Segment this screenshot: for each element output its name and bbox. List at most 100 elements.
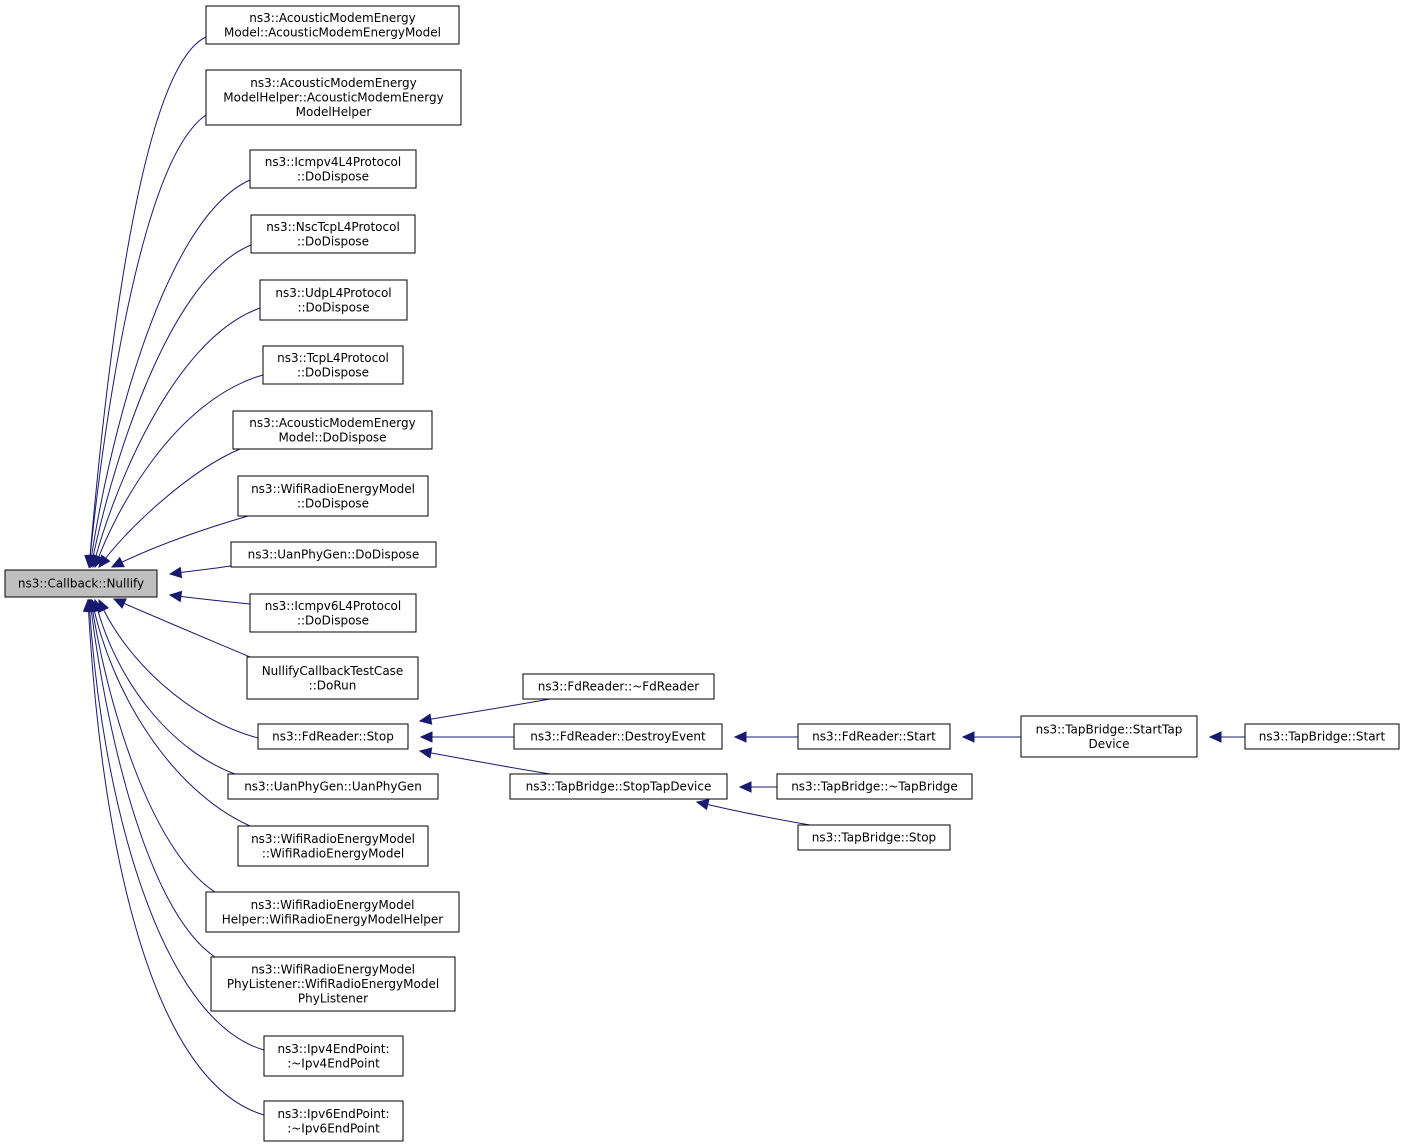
graph-node[interactable]: ns3::FdReader::Stop bbox=[257, 723, 409, 750]
node-label: :~Ipv6EndPoint bbox=[287, 1121, 380, 1135]
edge-n1-root bbox=[84, 36, 207, 569]
edge-line bbox=[696, 801, 811, 826]
arrow-head bbox=[695, 799, 710, 811]
node-label: ns3::WifiRadioEnergyModel bbox=[251, 482, 415, 496]
node-label: Helper::WifiRadioEnergyModelHelper bbox=[222, 912, 444, 926]
edge-f1-n12 bbox=[418, 698, 551, 725]
arrow-head bbox=[733, 731, 747, 743]
node-label: ns3::AcousticModemEnergy bbox=[249, 416, 415, 430]
node-label: ::DoDispose bbox=[297, 169, 369, 183]
node-label: :~Ipv4EndPoint bbox=[287, 1056, 380, 1070]
graph-node[interactable]: ns3::AcousticModemEnergyModel::DoDispose bbox=[232, 410, 433, 450]
node-box bbox=[262, 345, 404, 385]
graph-node[interactable]: ns3::Icmpv4L4Protocol::DoDispose bbox=[249, 149, 417, 189]
graph-node[interactable]: ns3::UanPhyGen::UanPhyGen bbox=[227, 773, 439, 800]
node-label: ns3::NscTcpL4Protocol bbox=[266, 220, 400, 234]
arrow-head bbox=[82, 598, 95, 612]
arrow-head bbox=[1208, 731, 1222, 743]
node-label: ::DoRun bbox=[309, 678, 357, 692]
edge-line bbox=[90, 599, 216, 893]
node-label: ::DoDispose bbox=[297, 300, 369, 314]
arrow-head bbox=[168, 566, 183, 579]
node-label: ns3::Ipv4EndPoint: bbox=[277, 1042, 389, 1056]
edge-g2-f3 bbox=[738, 781, 777, 793]
node-label: PhyListener::WifiRadioEnergyModel bbox=[227, 977, 439, 991]
arrow-head bbox=[98, 554, 111, 568]
edge-n15-root bbox=[87, 598, 216, 893]
edge-line bbox=[419, 750, 551, 775]
node-label: ::DoDispose bbox=[297, 365, 369, 379]
node-box bbox=[230, 541, 437, 568]
edge-n16-root bbox=[85, 598, 216, 958]
node-label: Model::AcousticModemEnergyModel bbox=[224, 25, 441, 39]
graph-node[interactable]: ns3::UdpL4Protocol::DoDispose bbox=[259, 279, 408, 321]
graph-node[interactable]: ns3::Ipv4EndPoint::~Ipv4EndPoint bbox=[263, 1035, 404, 1077]
arrow-head bbox=[738, 781, 752, 793]
graph-node[interactable]: ns3::TapBridge::Start bbox=[1244, 723, 1400, 750]
graph-node[interactable]: ns3::TcpL4Protocol::DoDispose bbox=[262, 345, 404, 385]
node-label: ::DoDispose bbox=[297, 613, 369, 627]
node-label: ModelHelper bbox=[296, 105, 372, 119]
graph-node[interactable]: ns3::AcousticModemEnergyModel::AcousticM… bbox=[205, 5, 460, 45]
node-label: ns3::Icmpv6L4Protocol bbox=[265, 599, 401, 613]
graph-node[interactable]: ns3::TapBridge::~TapBridge bbox=[776, 773, 973, 800]
graph-node[interactable]: ns3::FdReader::DestroyEvent bbox=[513, 723, 723, 750]
node-box bbox=[1244, 723, 1400, 750]
node-label: ns3::TapBridge::Start bbox=[1259, 730, 1386, 744]
node-label: ns3::Ipv6EndPoint: bbox=[277, 1107, 389, 1121]
edge-n14-root bbox=[88, 598, 251, 827]
node-label: ns3::TapBridge::StartTap bbox=[1036, 722, 1183, 736]
root-node[interactable]: ns3::Callback::Nullify bbox=[4, 569, 158, 598]
node-label: ::DoDispose bbox=[297, 234, 369, 248]
node-box bbox=[232, 410, 433, 450]
node-label: ns3::WifiRadioEnergyModel bbox=[251, 832, 415, 846]
arrow-head bbox=[418, 713, 433, 725]
graph-node[interactable]: ns3::Icmpv6L4Protocol::DoDispose bbox=[249, 593, 417, 633]
node-label: ns3::Callback::Nullify bbox=[18, 577, 144, 591]
edge-g3-f3 bbox=[695, 799, 811, 826]
graph-node[interactable]: ns3::NscTcpL4Protocol::DoDispose bbox=[250, 214, 416, 254]
node-label: ns3::FdReader::Start bbox=[812, 730, 936, 744]
node-box bbox=[1020, 715, 1198, 758]
node-box bbox=[776, 773, 973, 800]
node-label: NullifyCallbackTestCase bbox=[262, 664, 404, 678]
edge-line bbox=[98, 599, 259, 739]
edge-n9-root bbox=[168, 565, 232, 579]
node-box bbox=[513, 723, 723, 750]
arrow-head bbox=[110, 556, 125, 568]
graph-node[interactable]: NullifyCallbackTestCase::DoRun bbox=[246, 656, 419, 700]
edge-n13-root bbox=[92, 598, 236, 775]
node-label: ModelHelper::AcousticModemEnergy bbox=[223, 91, 443, 105]
graph-node[interactable]: ns3::TapBridge::StopTapDevice bbox=[509, 773, 728, 800]
graph-node[interactable]: ns3::TapBridge::Stop bbox=[797, 824, 951, 851]
node-label: ns3::Icmpv4L4Protocol bbox=[265, 155, 401, 169]
node-label: ns3::FdReader::DestroyEvent bbox=[530, 730, 706, 744]
graph-node[interactable]: ns3::WifiRadioEnergyModel::WifiRadioEner… bbox=[237, 825, 429, 867]
node-box bbox=[257, 723, 409, 750]
node-box bbox=[250, 214, 416, 254]
graph-node[interactable]: ns3::FdReader::~FdReader bbox=[522, 673, 715, 700]
graph-node[interactable]: ns3::WifiRadioEnergyModelHelper::WifiRad… bbox=[205, 891, 460, 933]
graph-node[interactable]: ns3::WifiRadioEnergyModel::DoDispose bbox=[237, 475, 429, 517]
graph-node[interactable]: ns3::WifiRadioEnergyModelPhyListener::Wi… bbox=[210, 956, 456, 1012]
edge-line bbox=[92, 307, 261, 568]
node-box bbox=[797, 723, 951, 750]
graph-node[interactable]: ns3::UanPhyGen::DoDispose bbox=[230, 541, 437, 568]
edge-line bbox=[98, 448, 241, 568]
edge-line bbox=[89, 179, 251, 568]
edge-line bbox=[88, 599, 265, 1051]
node-label: ::DoDispose bbox=[297, 496, 369, 510]
node-label: ns3::TapBridge::~TapBridge bbox=[791, 780, 958, 794]
edge-line bbox=[91, 599, 251, 827]
arrow-head bbox=[961, 731, 975, 743]
graph-node[interactable]: ns3::AcousticModemEnergyModelHelper::Aco… bbox=[205, 69, 462, 126]
arrow-head bbox=[419, 731, 433, 743]
node-box bbox=[522, 673, 715, 700]
edge-n11-root bbox=[112, 598, 251, 658]
edge-n4-root bbox=[87, 244, 252, 569]
graph-node[interactable]: ns3::FdReader::Start bbox=[797, 723, 951, 750]
arrow-head bbox=[112, 598, 127, 609]
graph-node[interactable]: ns3::Ipv6EndPoint::~Ipv6EndPoint bbox=[263, 1100, 404, 1142]
